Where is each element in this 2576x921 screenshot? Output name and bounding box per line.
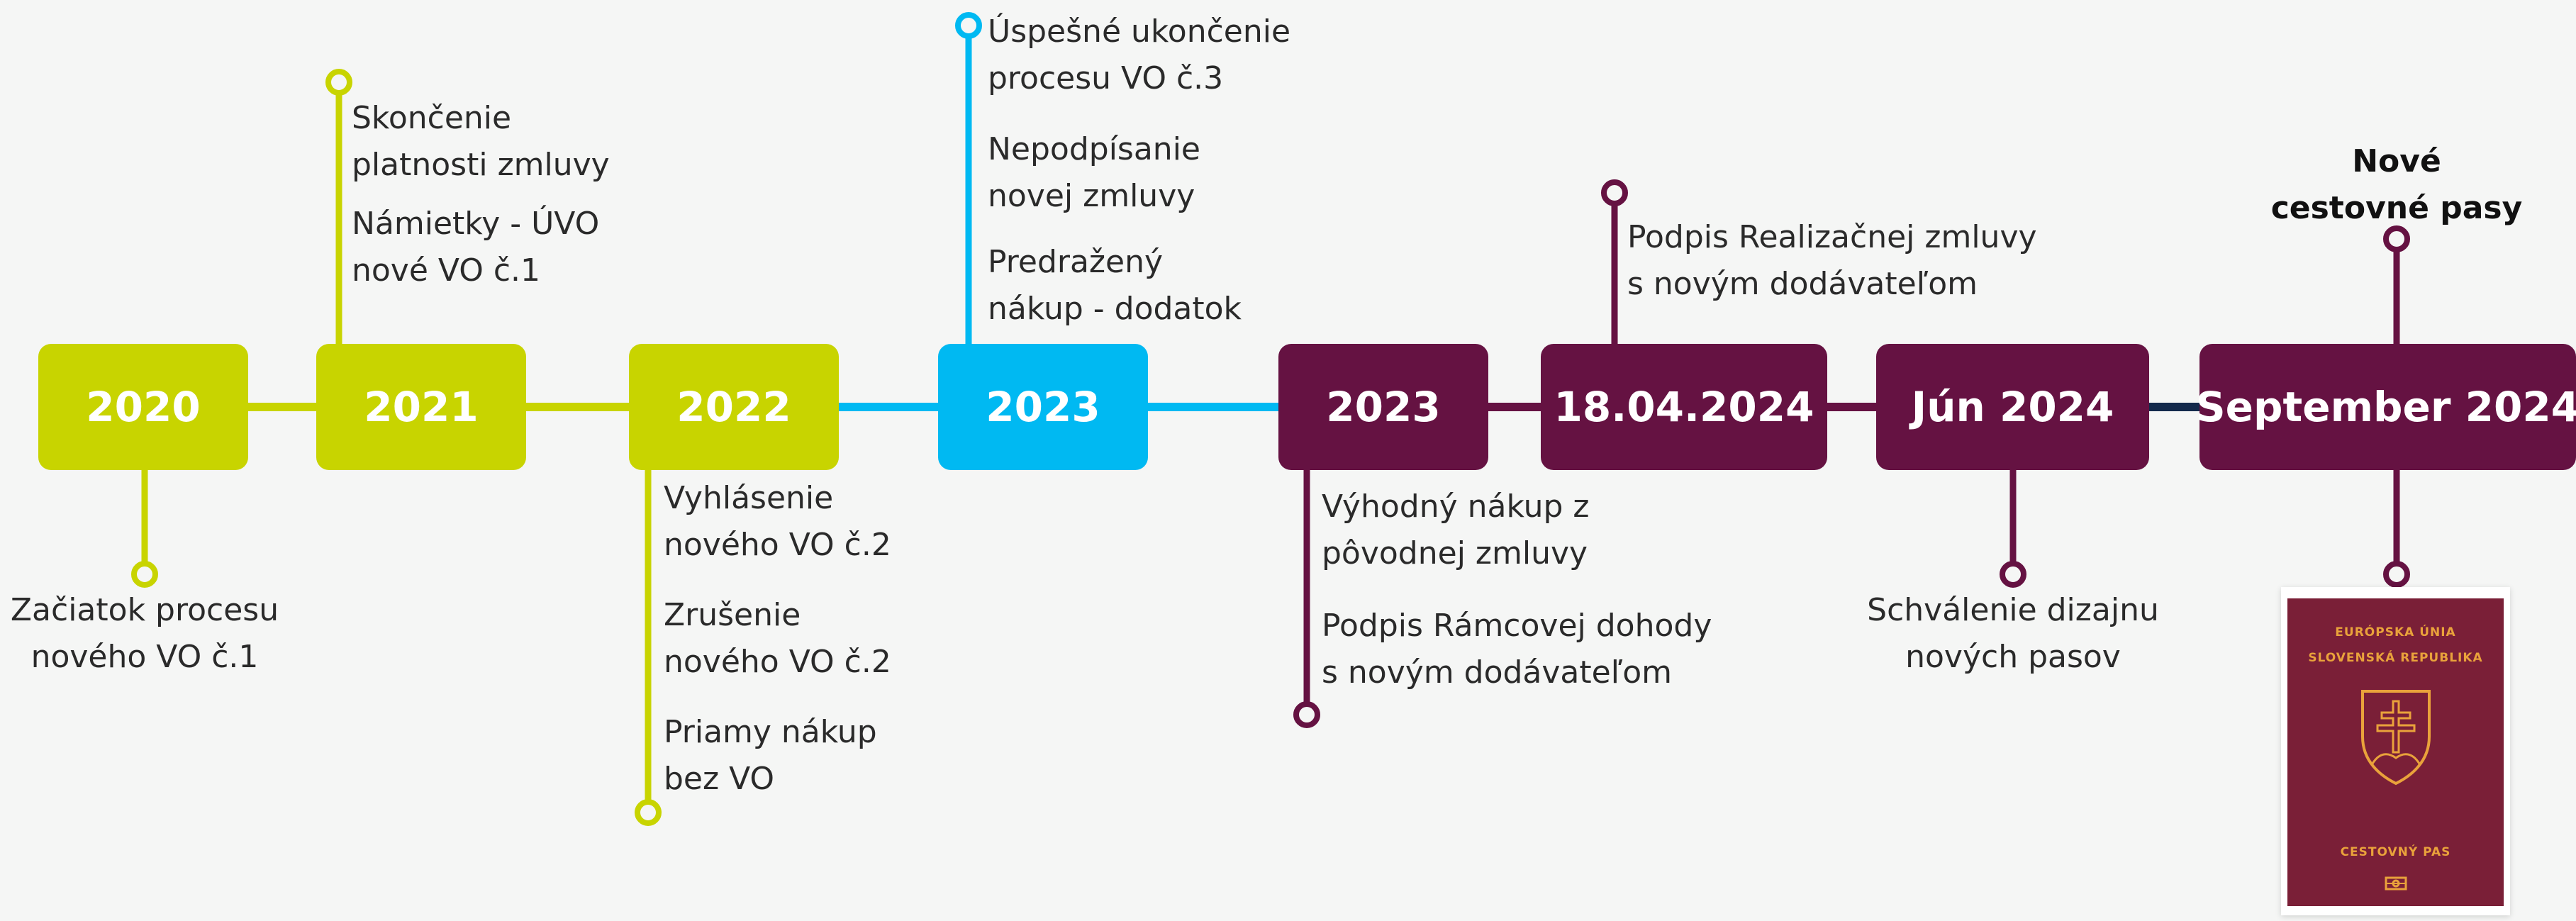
note-line: bez VO bbox=[664, 761, 775, 797]
note-line: Výhodný nákup z bbox=[1322, 489, 1590, 525]
note-2022-c: Priamy nákup bez VO bbox=[664, 709, 877, 803]
note-line: nákup - dodatok bbox=[988, 291, 1242, 327]
stem-2023a bbox=[955, 12, 982, 344]
note-line: Nepodpísanie bbox=[988, 131, 1200, 167]
note-line: Nové bbox=[2352, 143, 2441, 179]
milestone-2024-04-18: 18.04.2024 bbox=[1541, 344, 1827, 470]
note-line: Zrušenie bbox=[664, 597, 801, 633]
pin-sep2024-top bbox=[2383, 225, 2410, 252]
note-line: nových pasov bbox=[1905, 639, 2121, 675]
note-line: Predražený bbox=[988, 244, 1164, 280]
note-line: cestovné pasy bbox=[2270, 190, 2523, 226]
pin-2023b bbox=[1293, 701, 1320, 728]
milestone-2023-first: 2023 bbox=[938, 344, 1148, 470]
note-2021-b: Námietky - ÚVO nové VO č.1 bbox=[352, 201, 599, 294]
note-2023b-a: Výhodný nákup z pôvodnej zmluvy bbox=[1322, 484, 1589, 577]
milestone-jun-2024: Jún 2024 bbox=[1876, 344, 2149, 470]
note-2024-04-18: Podpis Realizačnej zmluvy s novým dodáva… bbox=[1627, 214, 2037, 308]
passport-type-label: CESTOVNÝ PAS bbox=[2340, 845, 2451, 859]
note-line: s novým dodávateľom bbox=[1627, 266, 1978, 302]
note-line: platnosti zmluvy bbox=[352, 147, 610, 183]
pin-20240418 bbox=[1601, 179, 1628, 206]
pin-2021 bbox=[325, 69, 352, 96]
note-line: Námietky - ÚVO bbox=[352, 206, 600, 242]
stem-2022 bbox=[635, 470, 662, 826]
note-line: nového VO č.2 bbox=[664, 527, 891, 563]
passport-country-label: SLOVENSKÁ REPUBLIKA bbox=[2308, 651, 2483, 665]
stem-2021 bbox=[325, 69, 352, 344]
pin-2020 bbox=[131, 561, 158, 588]
coat-of-arms-icon bbox=[2361, 690, 2431, 786]
stem-sep2024 bbox=[2383, 225, 2410, 588]
pin-2022 bbox=[635, 799, 662, 826]
pin-sep2024-bottom bbox=[2383, 561, 2410, 588]
note-2021-a: Skončenie platnosti zmluvy bbox=[352, 95, 610, 189]
passport-image: EURÓPSKA ÚNIA SLOVENSKÁ REPUBLIKA CESTOV… bbox=[2281, 587, 2510, 915]
note-line: Začiatok procesu bbox=[10, 592, 279, 628]
biometric-chip-icon bbox=[2385, 876, 2407, 891]
note-line: Priamy nákup bbox=[664, 714, 877, 750]
note-jun-2024: Schválenie dizajnu nových pasov bbox=[1836, 587, 2190, 681]
note-line: pôvodnej zmluvy bbox=[1322, 535, 1588, 571]
passport-cover: EURÓPSKA ÚNIA SLOVENSKÁ REPUBLIKA CESTOV… bbox=[2287, 598, 2504, 906]
note-2023b-b: Podpis Rámcovej dohody s novým dodávateľ… bbox=[1322, 603, 1712, 696]
note-line: nové VO č.1 bbox=[352, 252, 541, 289]
passport-union-label: EURÓPSKA ÚNIA bbox=[2335, 625, 2456, 640]
note-line: Podpis Rámcovej dohody bbox=[1322, 608, 1712, 644]
note-line: s novým dodávateľom bbox=[1322, 654, 1672, 691]
note-line: Podpis Realizačnej zmluvy bbox=[1627, 219, 2037, 255]
note-line: novej zmluvy bbox=[988, 178, 1195, 214]
milestone-2022: 2022 bbox=[629, 344, 839, 470]
note-line: Schválenie dizajnu bbox=[1867, 592, 2159, 628]
milestone-2020: 2020 bbox=[38, 344, 248, 470]
pin-jun2024 bbox=[2000, 561, 2026, 588]
note-2022-a: Vyhlásenie nového VO č.2 bbox=[664, 475, 891, 569]
note-2023a-b: Nepodpísanie novej zmluvy bbox=[988, 126, 1200, 220]
note-line: Skončenie bbox=[352, 100, 512, 136]
stem-jun2024 bbox=[2000, 470, 2026, 588]
note-2022-b: Zrušenie nového VO č.2 bbox=[664, 592, 891, 686]
note-line: Vyhlásenie bbox=[664, 480, 834, 516]
milestone-2023-second: 2023 bbox=[1278, 344, 1488, 470]
stem-2023b bbox=[1293, 470, 1320, 728]
stem-2020 bbox=[131, 470, 158, 588]
note-2023a-a: Úspešné ukončenie procesu VO č.3 bbox=[988, 9, 1290, 102]
pin-2023a bbox=[955, 12, 982, 39]
milestone-sep-2024: September 2024 bbox=[2196, 344, 2576, 470]
milestone-2021: 2021 bbox=[316, 344, 526, 470]
note-line: nového VO č.2 bbox=[664, 644, 891, 680]
stem-20240418 bbox=[1601, 179, 1628, 344]
note-sep-2024: Nové cestovné pasy bbox=[2255, 138, 2538, 232]
note-line: procesu VO č.3 bbox=[988, 60, 1224, 96]
note-line: nového VO č.1 bbox=[30, 639, 259, 675]
note-line: Úspešné ukončenie bbox=[988, 13, 1291, 50]
note-2023a-c: Predražený nákup - dodatok bbox=[988, 239, 1242, 333]
note-2020: Začiatok procesu nového VO č.1 bbox=[3, 587, 286, 681]
